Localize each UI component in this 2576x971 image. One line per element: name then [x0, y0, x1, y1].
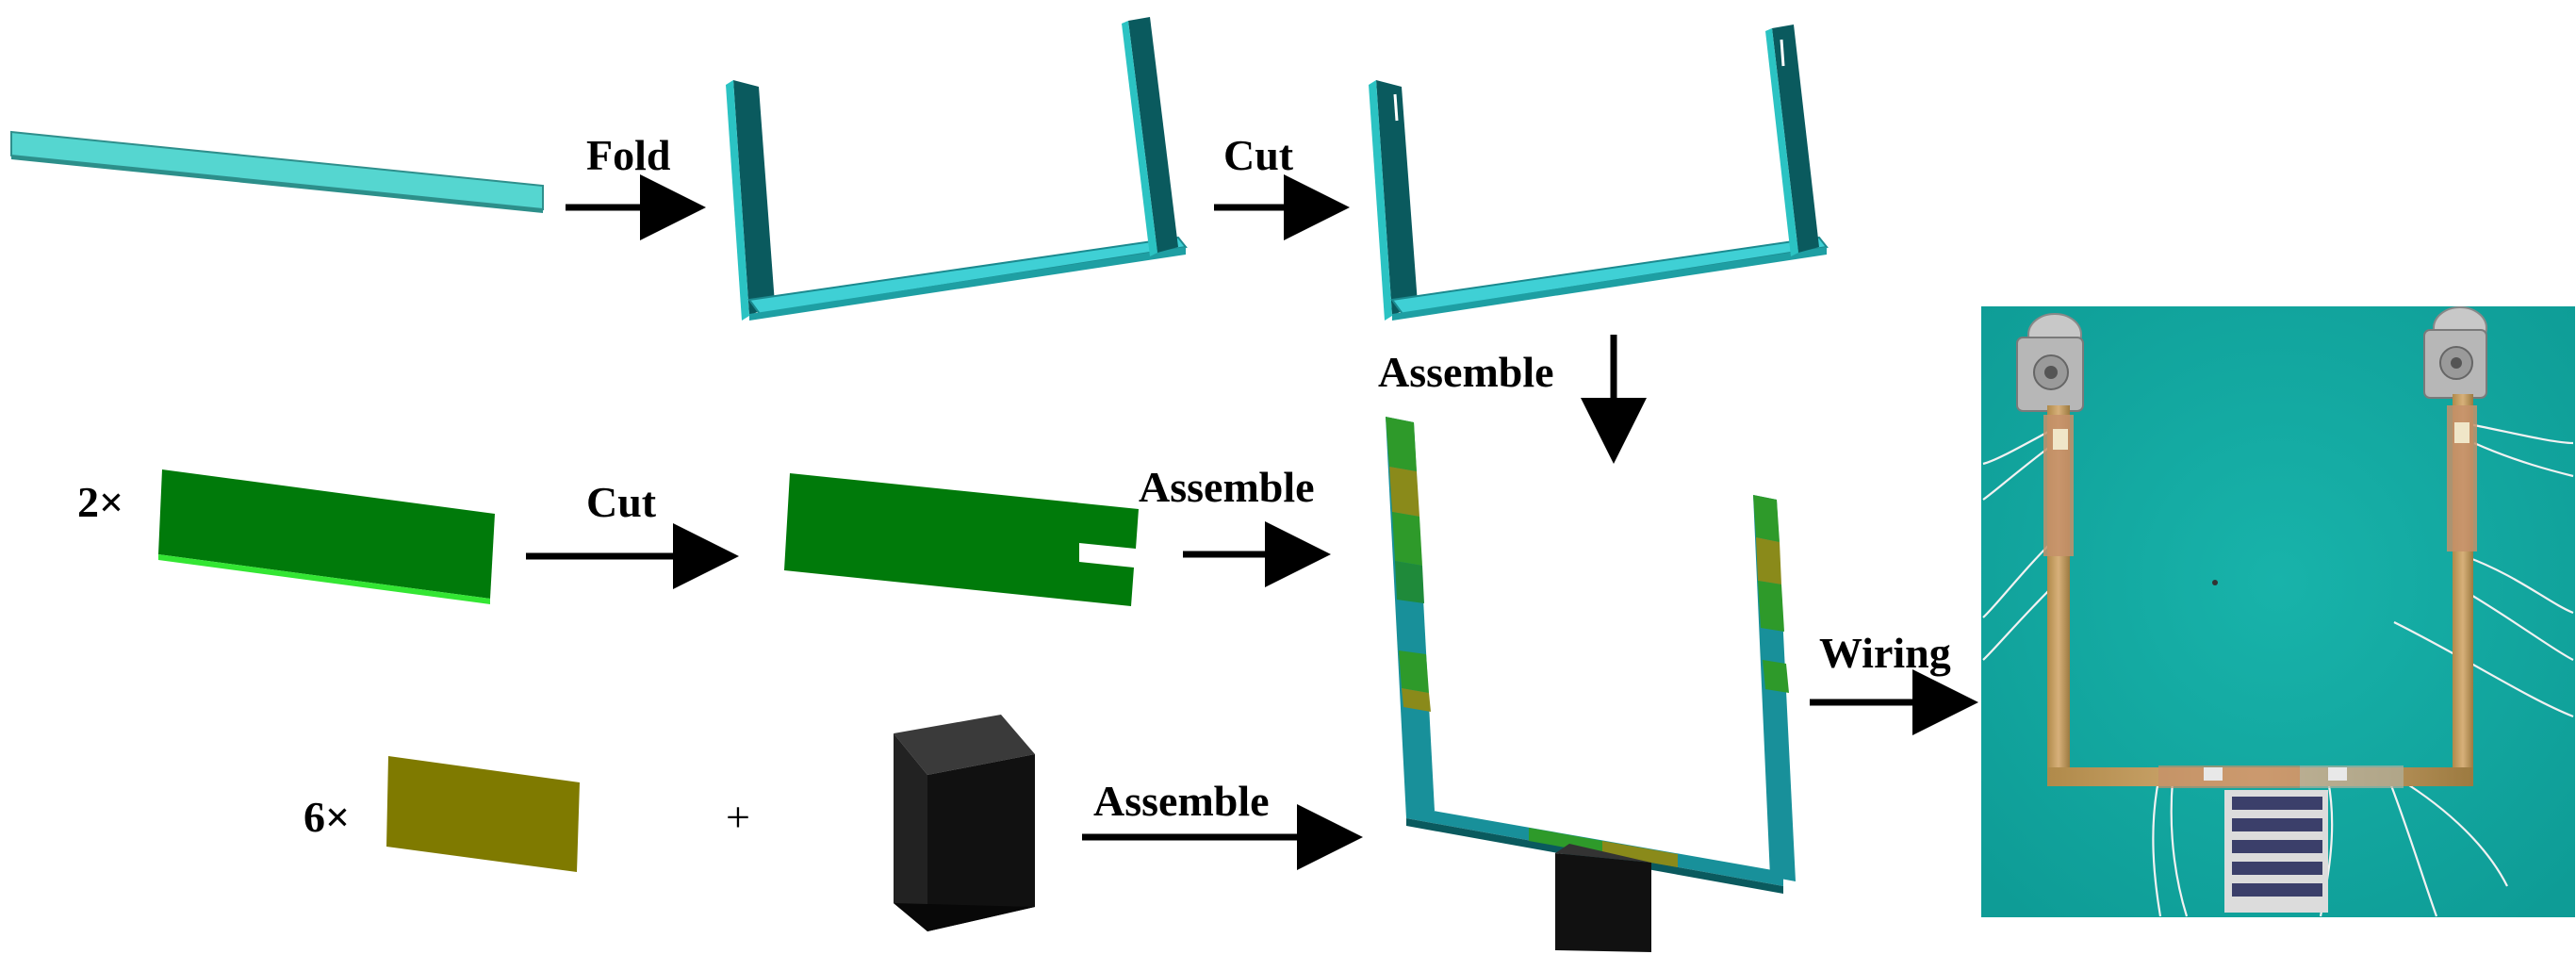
folded-u-frame — [726, 17, 1188, 321]
prototype-photo — [1981, 306, 2575, 917]
green-plates-count: 2× — [77, 478, 123, 526]
cut-green-plate — [784, 473, 1139, 606]
assemble-mid-label: Assemble — [1139, 463, 1315, 511]
assemble-mid-step: Assemble — [1139, 463, 1331, 587]
cut-step-mid: Cut — [526, 478, 739, 589]
assemble-bottom-label: Assemble — [1093, 777, 1270, 825]
photo-magnet-stack — [2224, 790, 2328, 913]
olive-patch — [386, 756, 580, 872]
flat-beam-strip — [10, 130, 544, 213]
fold-step: Fold — [566, 131, 706, 240]
tip-mass-block — [894, 715, 1035, 931]
left-clamp — [2016, 313, 2084, 412]
green-plate — [158, 469, 495, 604]
assembled-harvester — [1386, 417, 1796, 952]
assemble-down-step: Assemble — [1378, 335, 1647, 464]
fold-label: Fold — [586, 131, 671, 179]
assemble-bottom-step: Assemble — [1082, 777, 1363, 870]
assemble-down-label: Assemble — [1378, 348, 1554, 396]
cut-top-label: Cut — [1223, 131, 1294, 179]
wiring-label: Wiring — [1819, 629, 1951, 677]
olive-patches-count: 6× — [304, 793, 350, 841]
cut-mid-label: Cut — [586, 478, 657, 526]
cut-u-frame — [1369, 25, 1829, 321]
plus-sign: + — [726, 793, 750, 841]
wiring-step: Wiring — [1810, 629, 1978, 735]
cut-step-top: Cut — [1214, 131, 1350, 240]
